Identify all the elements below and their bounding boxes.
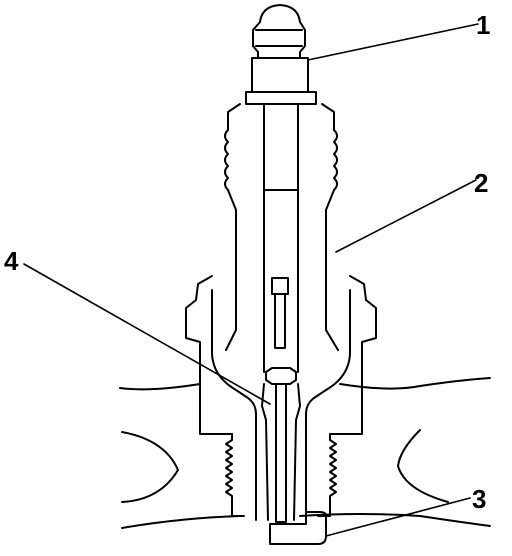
callout-1: 1	[476, 10, 490, 40]
insulator-collar	[245, 91, 317, 105]
resistor-top	[271, 277, 289, 295]
leader-line-3	[325, 497, 471, 537]
spark-plug	[185, 4, 377, 545]
ground-electrode	[269, 511, 327, 545]
coolant-passage-right	[397, 429, 449, 503]
cylinder-head	[119, 377, 491, 529]
callout-3: 3	[472, 484, 486, 514]
leader-line-2	[335, 179, 477, 253]
combustion-chamber-roof-right	[299, 513, 491, 527]
insulator-ribbed-body	[224, 103, 339, 351]
combustion-chamber-roof-left	[121, 515, 241, 529]
cylinder-head-top-left	[119, 383, 201, 391]
shell-thread-left	[225, 433, 245, 517]
terminal-nut	[252, 4, 306, 59]
resistor-base	[265, 367, 297, 385]
leader-line-4	[23, 263, 271, 405]
coolant-passage-left	[121, 431, 179, 503]
shell-hex	[185, 275, 377, 435]
center-electrode	[275, 383, 287, 523]
leader-lines	[23, 23, 479, 537]
resistor-stem	[274, 293, 286, 349]
callout-2: 2	[474, 168, 488, 198]
leader-line-1	[307, 23, 479, 61]
shell-inner-contour	[211, 289, 351, 521]
upper-insulator	[251, 57, 309, 93]
shell-thread-right	[317, 433, 337, 517]
insulator-nose	[261, 383, 301, 521]
callout-4: 4	[4, 246, 19, 276]
cylinder-head-top-right	[339, 377, 491, 390]
callout-labels: 1 2 3 4	[4, 10, 490, 514]
